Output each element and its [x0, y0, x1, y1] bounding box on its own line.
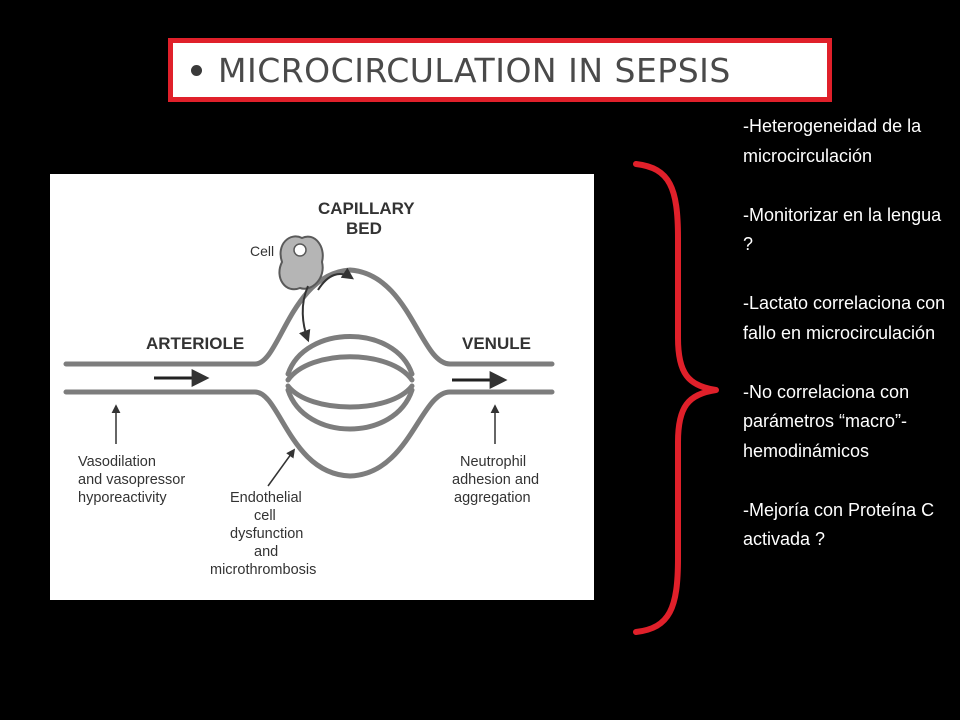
cell-arrow-down — [299, 285, 311, 343]
capillary-bed-label-2: BED — [346, 219, 382, 238]
note-item: -No correlaciona con parámetros “macro”-… — [743, 381, 910, 461]
endothelial-label-4: and — [254, 544, 278, 560]
endothelial-pointer-arrow — [267, 448, 296, 487]
neutrophil-label-3: aggregation — [454, 490, 531, 506]
capillary-bed-label-1: CAPILLARY — [318, 199, 415, 218]
bullet-icon — [191, 64, 202, 76]
capillary-loop-2 — [285, 354, 415, 383]
endothelial-label-5: microthrombosis — [210, 562, 316, 578]
note-item: -Heterogeneidad de la microcirculación — [743, 116, 922, 166]
capillary-loop-3 — [285, 383, 415, 410]
endothelial-label-3: dysfunction — [230, 526, 303, 542]
cell-label: Cell — [250, 243, 274, 259]
venule-label: VENULE — [462, 334, 531, 353]
vasodilation-label-1: Vasodilation — [78, 454, 156, 470]
note-item: -Lactato correlaciona con fallo en micro… — [743, 293, 946, 343]
note-item: -Mejoría con Proteína C activada ? — [743, 499, 935, 550]
endothelial-label-1: Endothelial — [230, 490, 302, 506]
lower-outer-wall — [63, 389, 555, 479]
notes-list: -Heterogeneidad de la microcirculación -… — [743, 112, 953, 555]
diagram-svg: CAPILLARY BED Cell ARTERIOLE VENULE Vaso… — [63, 199, 555, 578]
note-item: -Monitorizar en la lengua ? — [743, 204, 942, 255]
neutrophil-label-2: adhesion and — [452, 472, 539, 488]
cell-shape — [278, 235, 324, 291]
neutrophil-label-1: Neutrophil — [460, 454, 526, 470]
cell-arrow-right — [317, 267, 354, 291]
capillary-loop-4 — [285, 387, 415, 432]
slide-title-box: MICROCIRCULATION IN SEPSIS — [168, 38, 832, 102]
capillary-loop-1 — [285, 334, 415, 377]
vasodilation-label-3: hyporeactivity — [78, 490, 167, 506]
endothelial-label-2: cell — [254, 508, 276, 524]
slide-title: MICROCIRCULATION IN SEPSIS — [218, 50, 731, 90]
curly-brace-icon — [633, 161, 719, 635]
vessel-walls — [63, 267, 555, 479]
arteriole-label: ARTERIOLE — [146, 334, 244, 353]
cell-nucleus — [293, 243, 307, 257]
vasodilation-label-2: and vasopressor — [78, 472, 185, 488]
microcirculation-diagram: CAPILLARY BED Cell ARTERIOLE VENULE Vaso… — [50, 174, 594, 600]
